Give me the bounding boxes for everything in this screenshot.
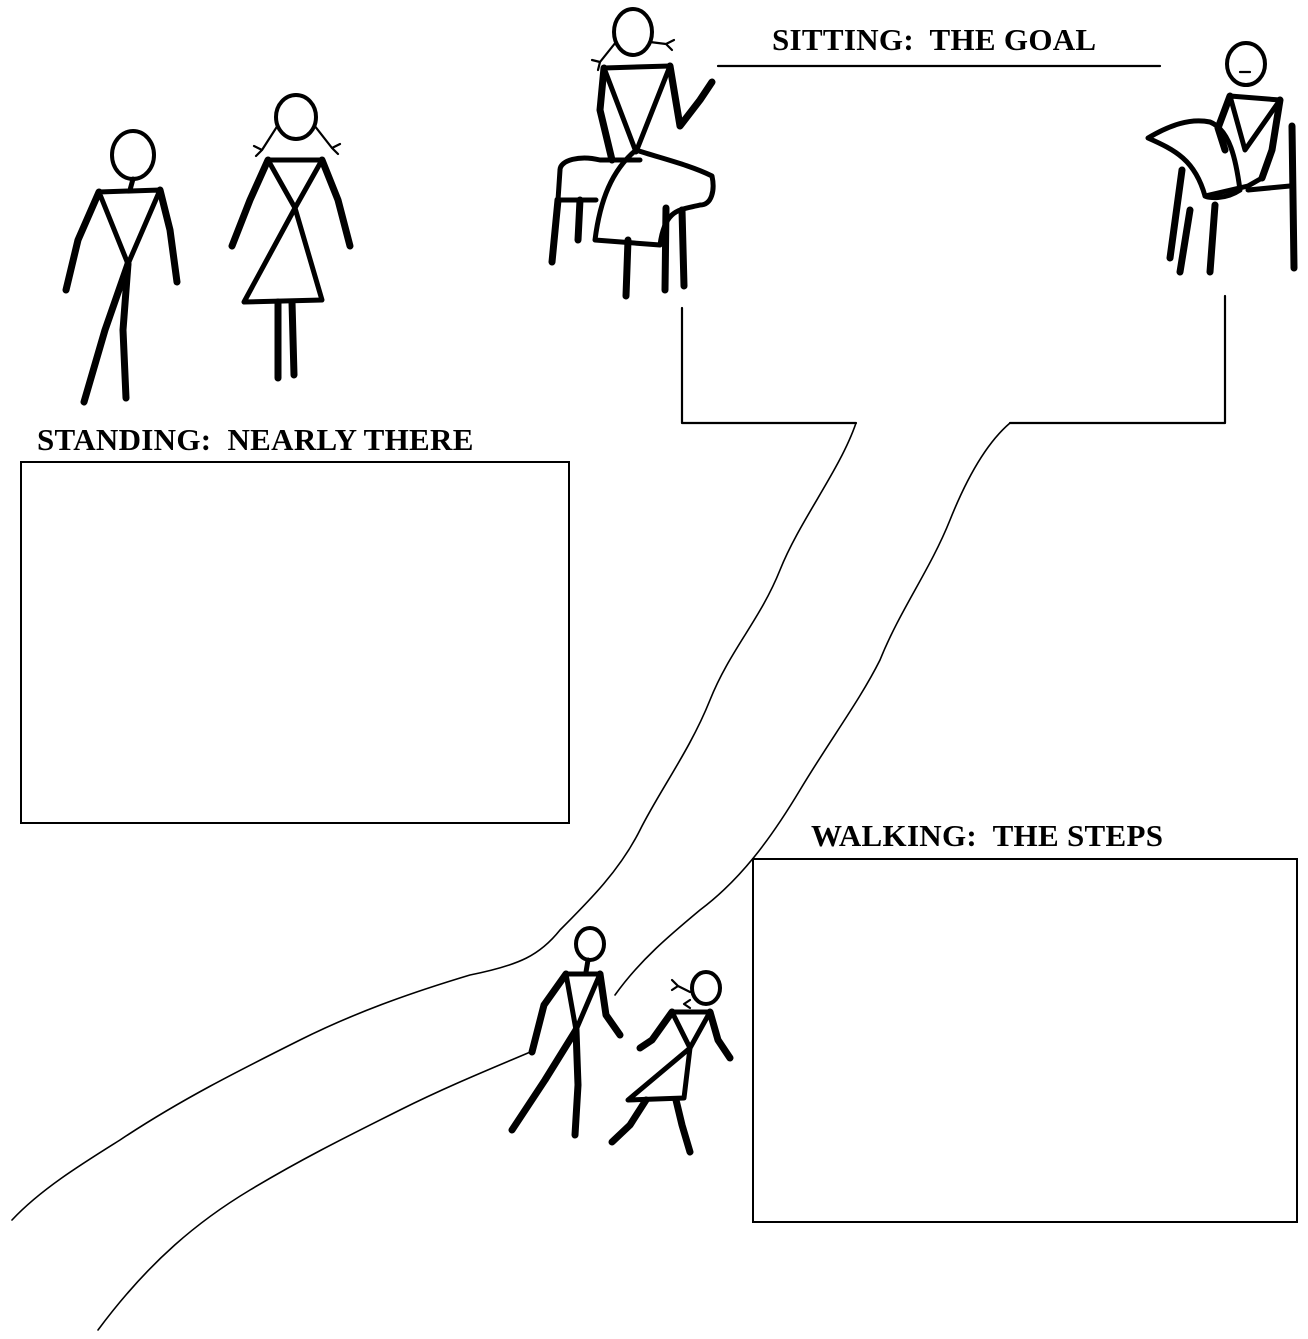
standing-man-icon xyxy=(66,131,177,402)
seated-woman-knitting-icon xyxy=(552,9,713,296)
walking-man-icon xyxy=(512,928,620,1135)
goal-bracket xyxy=(682,66,1225,423)
goal-bracket-right xyxy=(1010,296,1225,423)
goal-bracket-left xyxy=(682,308,856,423)
walking-answer-box[interactable] xyxy=(752,858,1298,1223)
goal-title: SITTING: THE GOAL xyxy=(772,24,1096,55)
standing-title: STANDING: NEARLY THERE xyxy=(37,424,474,455)
path-right-edge-lower xyxy=(98,1050,535,1330)
walking-title: WALKING: THE STEPS xyxy=(811,820,1163,851)
standing-woman-icon xyxy=(232,95,350,378)
walking-woman-icon xyxy=(612,972,730,1152)
seated-man-reading-icon xyxy=(1148,43,1294,272)
standing-answer-box[interactable] xyxy=(20,461,570,824)
